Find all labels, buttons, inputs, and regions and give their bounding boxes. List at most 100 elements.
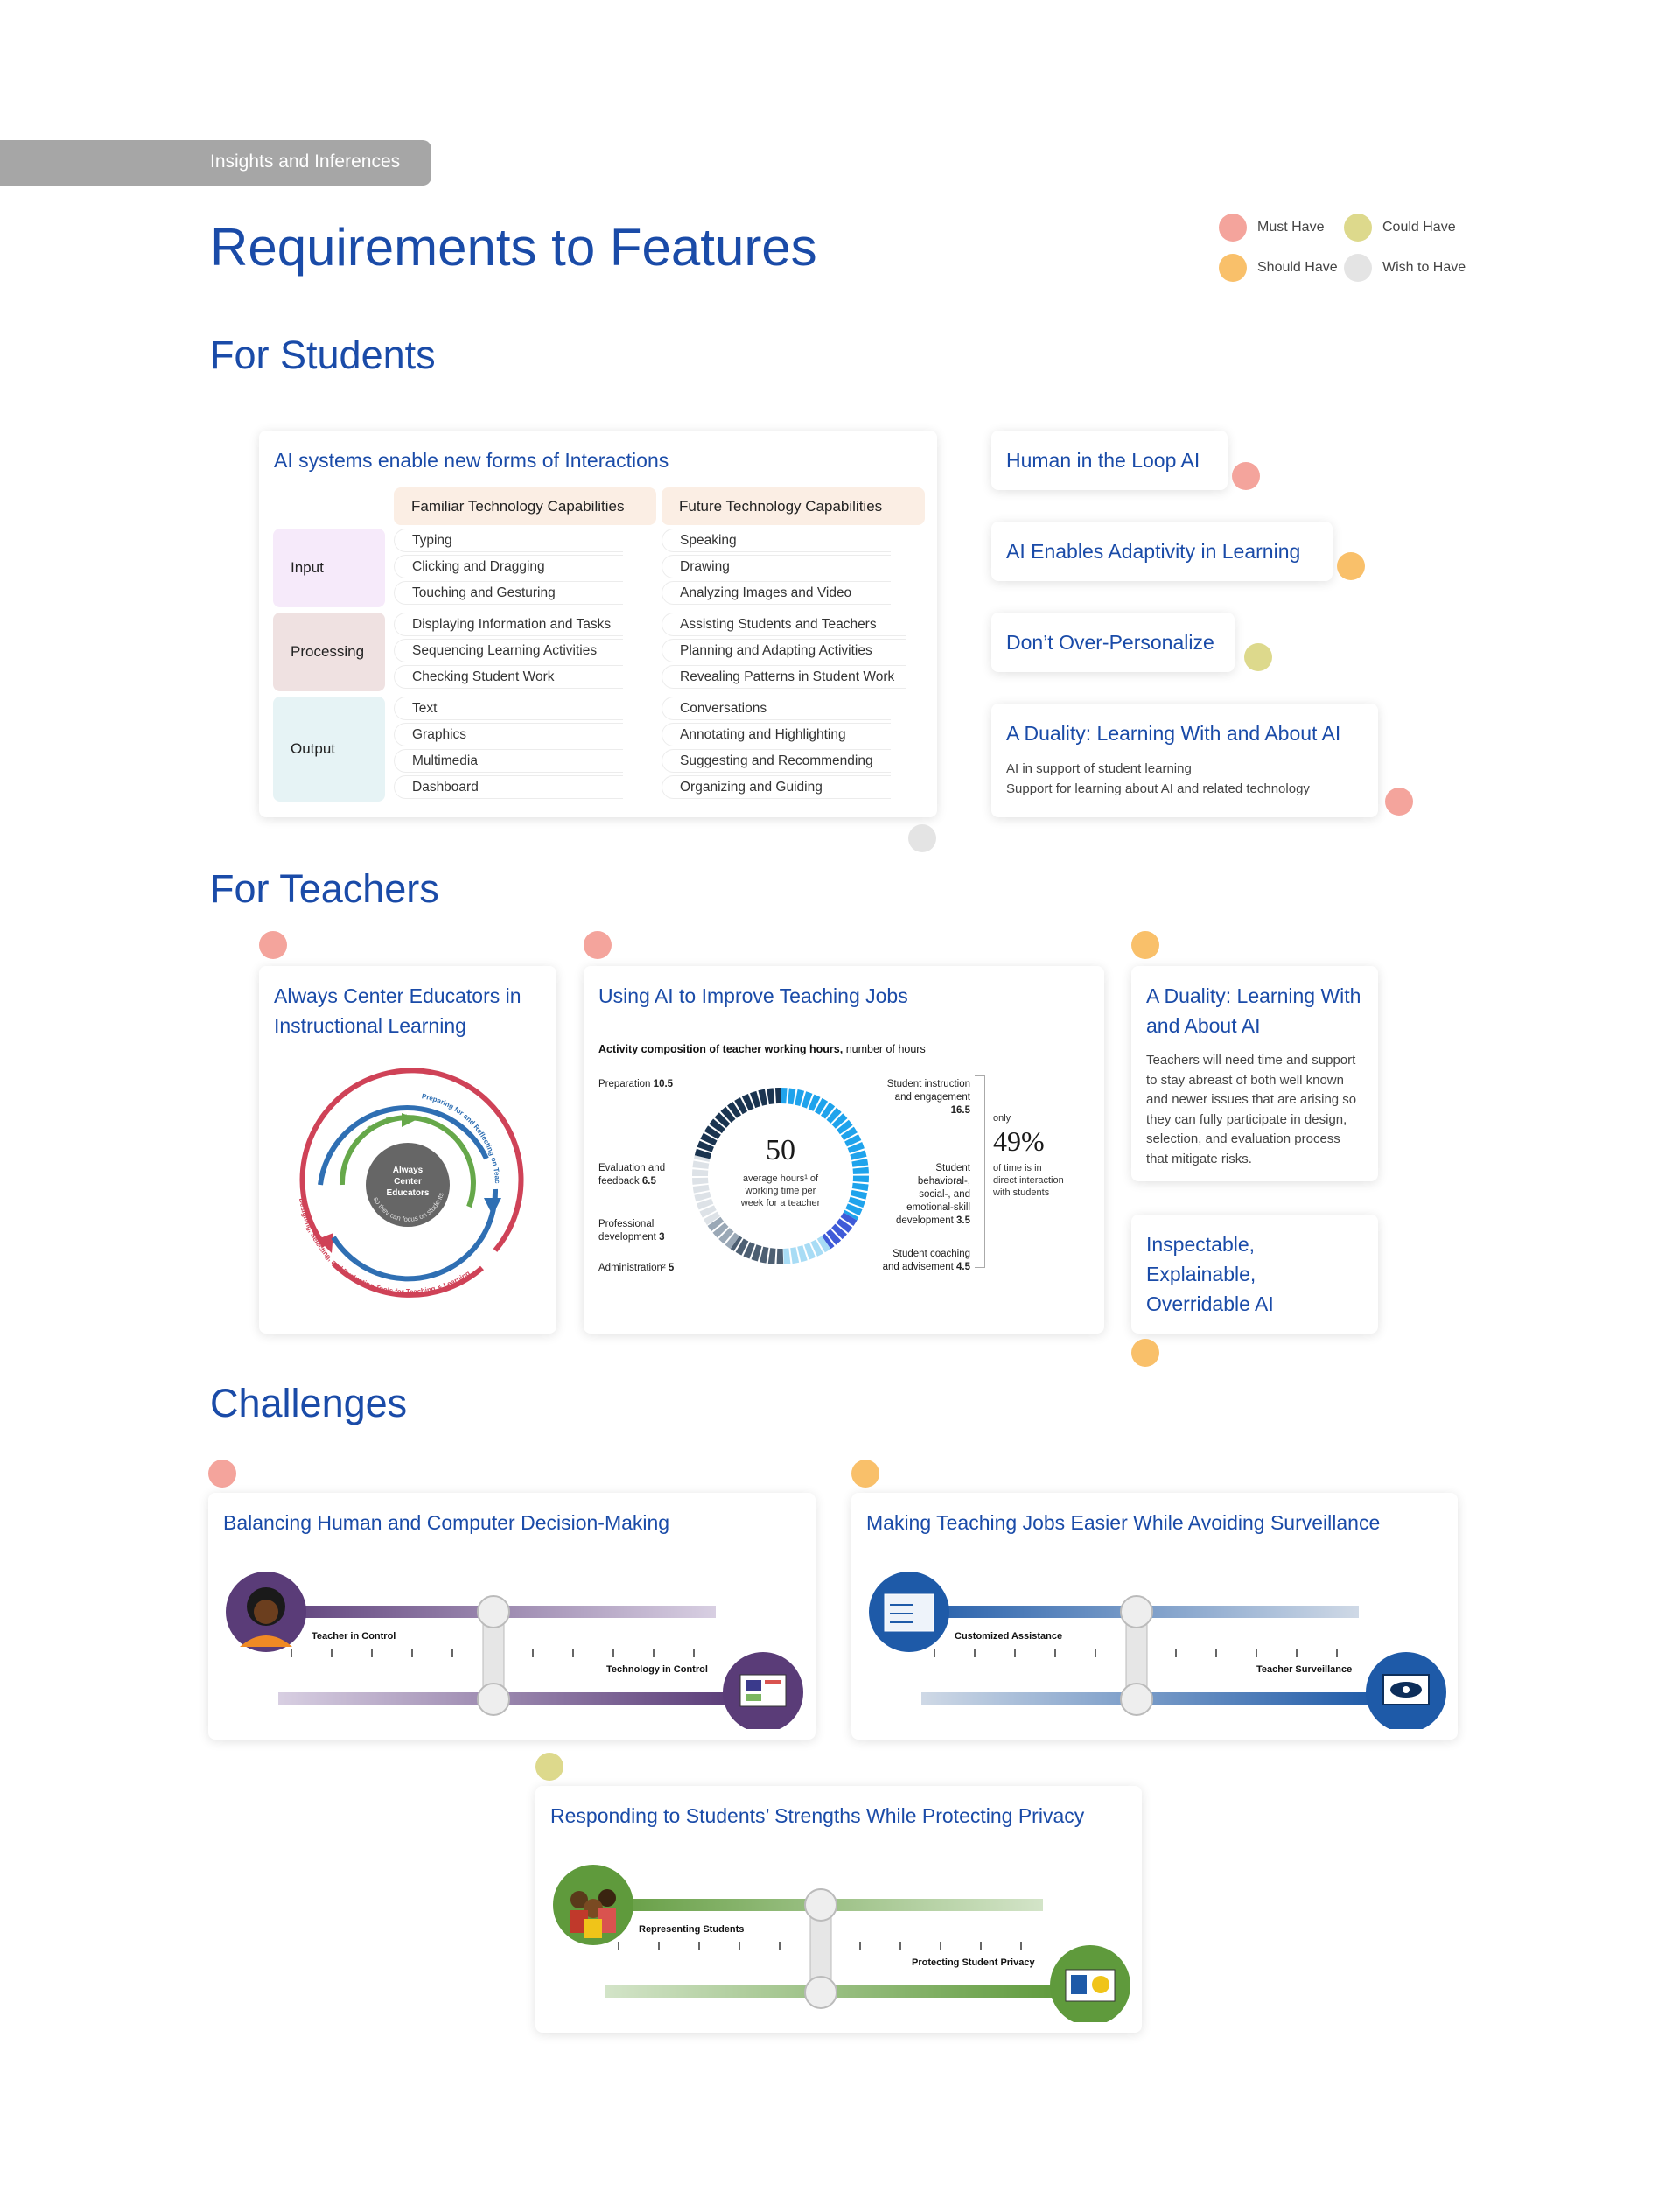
core-line: Always <box>393 1166 424 1175</box>
tick-marks <box>618 1942 1022 1950</box>
priority-dot <box>1131 931 1159 959</box>
list-item: Multimedia <box>394 749 623 773</box>
inner-ring <box>339 1115 476 1208</box>
tick-marks <box>290 1649 695 1657</box>
student-head <box>598 1889 616 1907</box>
donut-slice <box>782 1236 831 1264</box>
card-title-line: Inspectable, <box>1146 1233 1256 1256</box>
card-title: Human in the Loop AI <box>1006 449 1200 472</box>
slider-handle[interactable] <box>477 1595 510 1628</box>
legend-label: Should Have <box>1257 260 1338 275</box>
teachers-heading: For Teachers <box>210 866 439 911</box>
student-body <box>584 1919 602 1938</box>
processing-future-list: Assisting Students and Teachers Planning… <box>662 613 906 691</box>
lock-shape <box>1092 1976 1110 1993</box>
row-input-label: Input <box>273 529 385 607</box>
teaching-jobs-card: Using AI to Improve Teaching Jobs Activi… <box>584 966 1104 1334</box>
student-body <box>570 1910 588 1933</box>
balance-slider <box>226 1572 803 1729</box>
list-item: Text <box>394 697 623 720</box>
processing-familiar-list: Displaying Information and Tasks Sequenc… <box>394 613 623 691</box>
legend-should-have: Should Have <box>1219 254 1338 282</box>
core-circle <box>366 1143 450 1227</box>
list-item: Annotating and Highlighting <box>662 723 891 746</box>
row-processing-label: Processing <box>273 613 385 691</box>
donut-slice <box>821 1212 858 1250</box>
challenges-heading: Challenges <box>210 1381 408 1425</box>
slider-right-label: Protecting Student Privacy <box>912 1957 1035 1968</box>
id-shape <box>1071 1975 1087 1994</box>
input-familiar-list: Typing Clicking and Dragging Touching an… <box>394 529 623 607</box>
surveillance-slider <box>869 1572 1446 1729</box>
list-item: Suggesting and Recommending <box>662 749 891 773</box>
donut-label-preparation: Preparation 10.5 <box>598 1078 673 1091</box>
list-item: Speaking <box>662 529 891 552</box>
duality-line: Support for learning about AI and relate… <box>1006 781 1310 796</box>
card-title: A Duality: Learning With and About AI <box>1146 984 1362 1037</box>
center-line: working time per <box>745 1186 816 1196</box>
pupil-shape <box>1403 1686 1410 1693</box>
list-item: Planning and Adapting Activities <box>662 639 906 662</box>
list-item: Clicking and Dragging <box>394 555 623 578</box>
human-loop-card: Human in the Loop AI <box>991 431 1228 490</box>
hours-donut-chart <box>692 1088 869 1264</box>
slice-value: 4.5 <box>956 1262 970 1272</box>
middle-ring <box>318 1105 489 1186</box>
output-familiar-list: Text Graphics Multimedia Dashboard <box>394 697 623 802</box>
student-head <box>584 1899 603 1918</box>
slice-name: Administration² <box>598 1263 666 1273</box>
interactions-card: AI systems enable new forms of Interacti… <box>259 431 937 817</box>
page-title: Requirements to Features <box>210 218 817 277</box>
donut-label-behavioral: Student behavioral-, social-, and emotio… <box>890 1162 970 1228</box>
core-line: Center <box>394 1177 422 1187</box>
interactions-title: AI systems enable new forms of Interacti… <box>274 449 669 472</box>
section-tag: Insights and Inferences <box>0 140 431 186</box>
bracket-line <box>975 1075 985 1268</box>
input-future-list: Speaking Drawing Analyzing Images and Vi… <box>662 529 891 607</box>
slider-handle[interactable] <box>1120 1595 1153 1628</box>
donut-slice <box>692 1155 721 1225</box>
chart-title-rest: number of hours <box>843 1043 926 1055</box>
list-item: Displaying Information and Tasks <box>394 613 623 636</box>
center-educators-card: Always Center Educators in Instructional… <box>259 966 556 1334</box>
student-duality-card: A Duality: Learning With and About AI AI… <box>991 704 1378 817</box>
slice-name: Evaluation and feedback <box>598 1163 666 1187</box>
slice-name: Preparation <box>598 1079 651 1089</box>
surveillance-card: Making Teaching Jobs Easier While Avoidi… <box>851 1493 1458 1740</box>
col-familiar: Familiar Technology Capabilities <box>394 487 656 525</box>
donut-label-professional: Professional development 3 <box>598 1218 686 1244</box>
list-item: Assisting Students and Teachers <box>662 613 906 636</box>
slider-handle[interactable] <box>1120 1683 1153 1716</box>
slider-lines <box>890 1604 913 1623</box>
slice-value: 6.5 <box>641 1176 656 1187</box>
arrow-icon <box>484 1198 501 1215</box>
slider-handle[interactable] <box>477 1683 510 1716</box>
legend-could-have: Could Have <box>1344 214 1456 242</box>
priority-dot <box>536 1753 564 1781</box>
center-text: average hours¹ of working time per week … <box>724 1173 837 1209</box>
arrow-icon <box>402 1113 417 1127</box>
card-title: A Duality: Learning With and About AI <box>1006 722 1341 745</box>
outer-ring-lower <box>331 1261 484 1298</box>
privacy-card: Responding to Students’ Strengths While … <box>536 1786 1142 2033</box>
col-future: Future Technology Capabilities <box>662 487 925 525</box>
pct-line: with students <box>993 1187 1050 1198</box>
list-item: Organizing and Guiding <box>662 775 891 799</box>
card-title-line: Overridable AI <box>1146 1292 1274 1315</box>
legend-must-have: Must Have <box>1219 214 1324 242</box>
outer-ring <box>299 1068 524 1252</box>
slice-name: Professional development <box>598 1219 656 1243</box>
pct-text: of time is in direct interaction with st… <box>993 1162 1064 1199</box>
slider-handle[interactable] <box>804 1888 837 1922</box>
student-body <box>598 1908 616 1933</box>
screen-block <box>746 1694 761 1701</box>
priority-dot <box>208 1460 236 1488</box>
donut-label-evaluation: Evaluation and feedback 6.5 <box>598 1162 677 1188</box>
priority-dot <box>1232 462 1260 490</box>
slider-handle[interactable] <box>804 1976 837 2009</box>
shirt-shape <box>240 1635 292 1647</box>
donut-slice <box>694 1088 781 1159</box>
priority-dot <box>908 824 936 852</box>
card-title: Responding to Students’ Strengths While … <box>550 1804 1085 1827</box>
slice-name: Student behavioral-, social-, and emotio… <box>895 1163 970 1226</box>
